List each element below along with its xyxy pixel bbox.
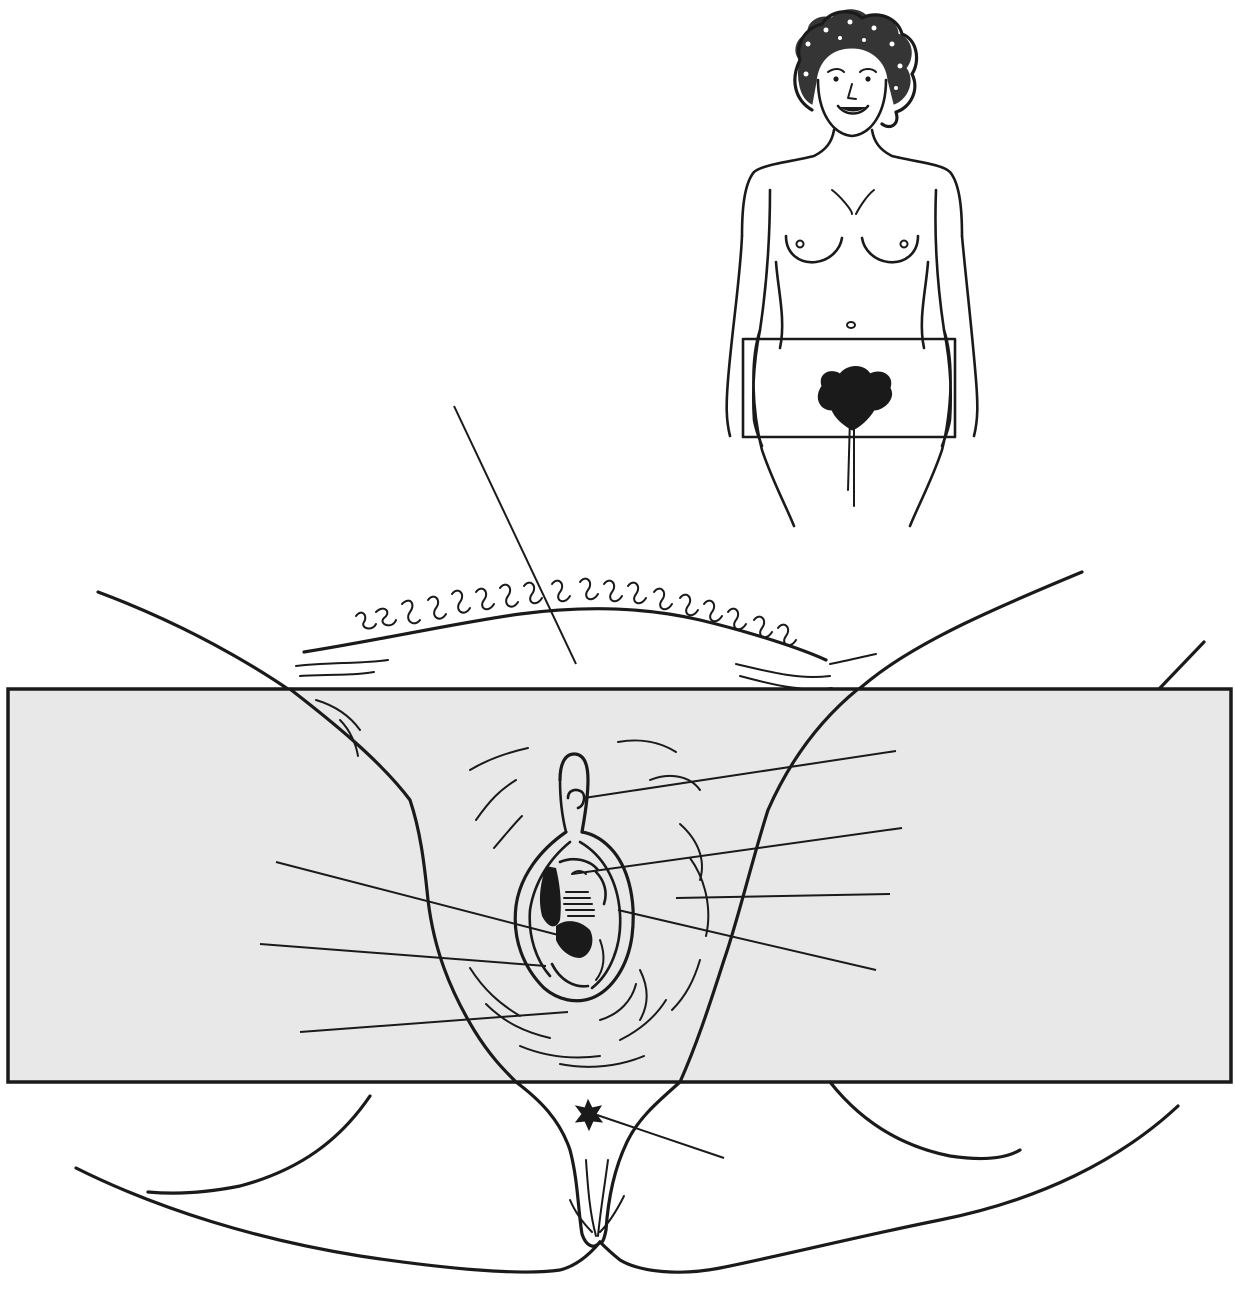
enlarged-panel xyxy=(8,689,1231,1082)
face xyxy=(818,69,886,136)
leader-anus xyxy=(594,1114,724,1158)
leader-mons-pubis xyxy=(454,406,576,664)
mons-pubis-outline xyxy=(304,609,826,660)
full-body-figure xyxy=(727,10,978,526)
pubic-hair xyxy=(356,579,796,646)
enlarged-view xyxy=(8,572,1231,1272)
